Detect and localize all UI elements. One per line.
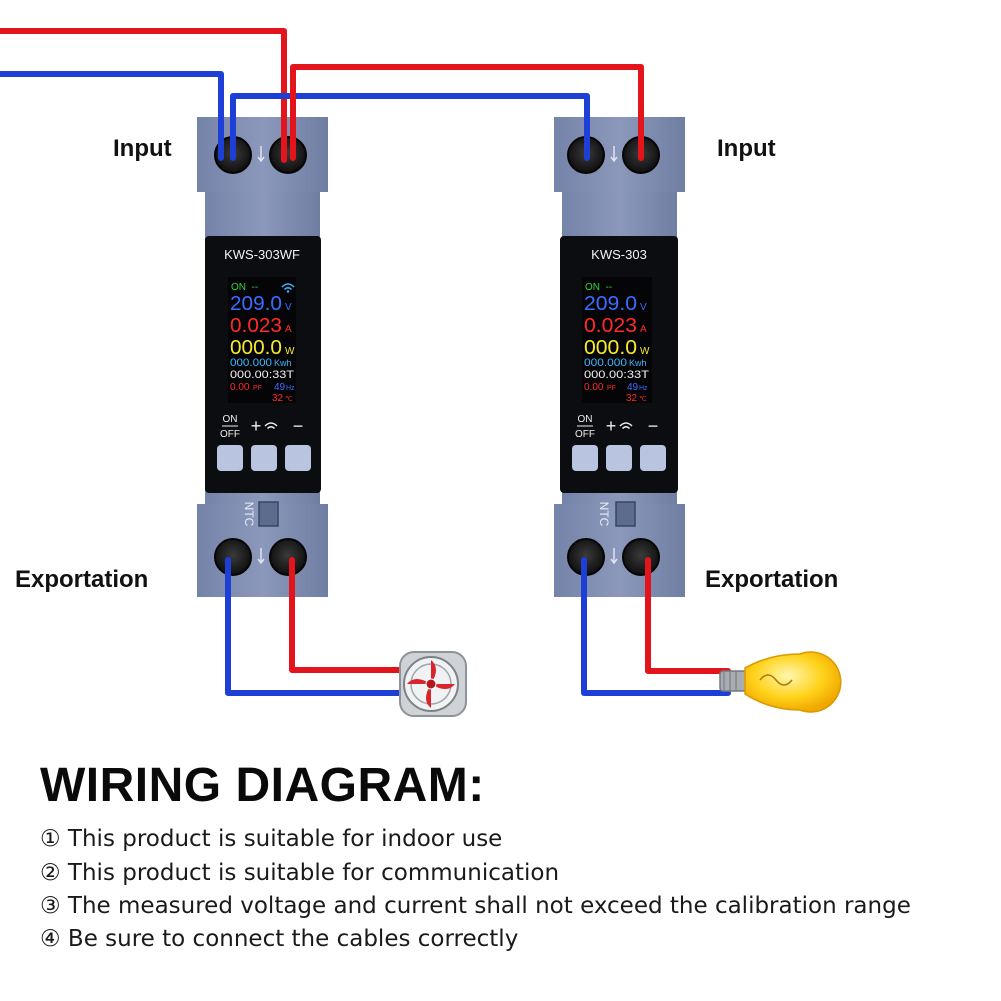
meter-1-current: 0.023 (230, 315, 282, 337)
meter-2-on-off-button[interactable] (572, 445, 598, 471)
ntc-port (615, 501, 636, 527)
input-label-right: Input (717, 135, 776, 162)
meter-1-pf: 0.00 (230, 382, 250, 393)
meter-1-input-terminal-live (269, 136, 307, 174)
meter-1-output-terminal-live (269, 538, 307, 576)
arrow-down-icon (257, 146, 265, 163)
meter-2-pf-unit: PF (607, 385, 616, 392)
wifi-icon (619, 422, 633, 430)
bulb-live-wire (645, 557, 731, 674)
meter-2-time: 000.00:33T (584, 369, 649, 381)
link-neutral-wire (230, 93, 590, 161)
meter-1-pf-unit: PF (253, 385, 262, 392)
wiring-diagram: NTC KWS-303WF ON -- 209.0 V 0.023 A 000.… (0, 28, 842, 717)
wifi-icon (281, 283, 295, 291)
exportation-label-right: Exportation (705, 566, 839, 593)
meter-2-output-terminal-live (622, 538, 660, 576)
supply-live-wire (0, 28, 287, 163)
meter-2: NTC KWS-303 ON -- 209.0 V 0.023 A 000.0 … (554, 117, 685, 597)
meter-2-state: ON -- (585, 282, 612, 293)
note-3: ③ The measured voltage and current shall… (40, 893, 911, 919)
meter-1-on-off-button[interactable] (217, 445, 243, 471)
meter-1-off-label: OFF (220, 429, 240, 440)
meter-1-plus-button[interactable] (251, 445, 277, 471)
meter-1-freq-unit: Hz (286, 385, 295, 392)
meter-1-plus-label: + (251, 416, 262, 436)
meter-1-output-terminal-neutral (214, 538, 252, 576)
meter-1-display (228, 277, 296, 403)
meter-1-minus-button[interactable] (285, 445, 311, 471)
meter-1-temp: 32 (272, 393, 284, 404)
fan-neutral-wire (225, 557, 408, 696)
meter-1-current-unit: A (285, 324, 292, 335)
meter-2-pf: 0.00 (584, 382, 604, 393)
fan-icon (399, 651, 467, 717)
ntc-port (258, 501, 279, 527)
meter-1-on-label: ON (223, 414, 238, 425)
meter-1-energy: 000.000 (230, 357, 272, 369)
meter-2-model: KWS-303 (591, 247, 647, 262)
meter-2-energy: 000.000 (584, 357, 627, 369)
meter-2-energy-unit: Kwh (629, 358, 647, 368)
ntc-label: NTC (242, 502, 256, 527)
meter-2-voltage-unit: V (640, 302, 647, 313)
meter-1-time: 000.00:33T (230, 369, 294, 381)
meter-2-on-label: ON (578, 414, 593, 425)
wifi-icon-dot (286, 290, 290, 293)
fan-live-wire (289, 557, 406, 673)
meter-1-power: 000.0 (230, 337, 282, 359)
meter-2-plus-button[interactable] (606, 445, 632, 471)
light-bulb-icon (719, 651, 842, 713)
arrow-down-icon (610, 146, 618, 163)
ntc-label: NTC (597, 502, 611, 527)
meter-2-display (582, 277, 652, 403)
supply-neutral-wire (0, 71, 224, 161)
note-1: ① This product is suitable for indoor us… (40, 826, 503, 852)
meter-2-off-label: OFF (575, 429, 595, 440)
meter-2-power-unit: W (640, 346, 650, 357)
meter-2-current: 0.023 (584, 315, 637, 337)
link-live-wire (290, 64, 644, 161)
meter-2-minus-button[interactable] (640, 445, 666, 471)
arrow-down-icon (257, 548, 265, 565)
meter-1-power-unit: W (285, 346, 295, 357)
meter-1-energy-unit: Kwh (274, 358, 292, 368)
meter-2-plus-label: + (606, 416, 617, 436)
meter-1-model: KWS-303WF (224, 247, 300, 262)
note-2: ② This product is suitable for communica… (40, 860, 560, 886)
meter-2-temp: 32 (626, 393, 638, 404)
meter-1-freq: 49 (274, 382, 286, 393)
meter-2-minus-label: − (648, 416, 659, 436)
meter-1-temp-unit: ℃ (285, 396, 293, 403)
meter-1-minus-label: − (293, 416, 304, 436)
meter-2-freq: 49 (627, 382, 639, 393)
meter-1-state: ON -- (231, 282, 258, 293)
exportation-label-left: Exportation (15, 566, 149, 593)
arrow-down-icon (610, 548, 618, 565)
meter-1-voltage: 209.0 (230, 293, 282, 315)
meter-2-voltage: 209.0 (584, 293, 637, 315)
page-title: WIRING DIAGRAM: (40, 759, 485, 812)
meter-1: NTC KWS-303WF ON -- 209.0 V 0.023 A 000.… (197, 117, 328, 597)
bulb-neutral-wire (581, 557, 731, 696)
meter-2-temp-unit: ℃ (639, 396, 647, 403)
meter-2-power: 000.0 (584, 337, 637, 359)
input-label-left: Input (113, 135, 172, 162)
meter-2-freq-unit: Hz (639, 385, 648, 392)
note-4: ④ Be sure to connect the cables correctl… (40, 926, 519, 952)
wires (0, 28, 731, 696)
wifi-icon (264, 422, 278, 430)
meter-2-current-unit: A (640, 324, 647, 335)
meter-1-voltage-unit: V (285, 302, 292, 313)
